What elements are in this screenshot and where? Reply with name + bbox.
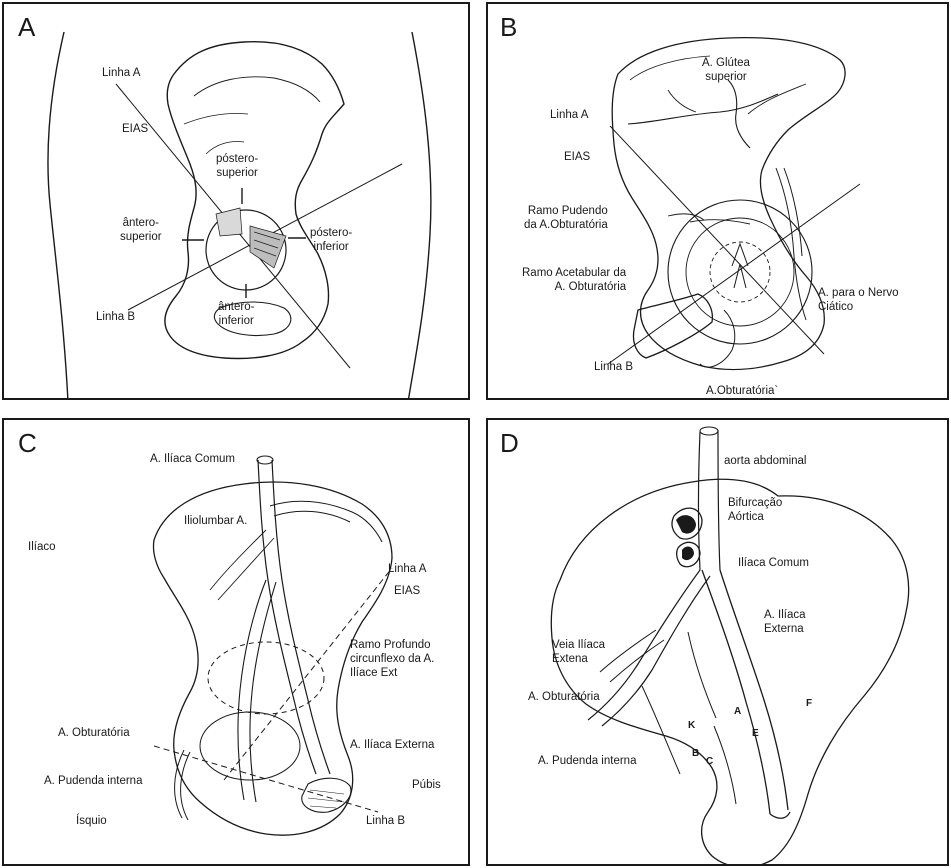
panel-a: A Linha A EIAS póstero- superior ântero-… bbox=[2, 2, 470, 400]
panel-letter: A bbox=[18, 14, 35, 40]
label-postero-superior: póstero- superior bbox=[216, 152, 258, 180]
label-ramo-pudendo: Ramo Pudendo da A.Obturatória bbox=[524, 204, 608, 232]
label-ramo-acetabular: Ramo Acetabular da A. Obturatória bbox=[522, 266, 626, 294]
label-obturatoria: A.Obturatória` bbox=[706, 384, 778, 398]
label-obturatoria: A. Obturatória bbox=[528, 690, 600, 704]
label-ramo-profundo: Ramo Profundo circunflexo da A. Ilíace E… bbox=[350, 638, 434, 680]
label-iliaca-comum: Ilíaca Comum bbox=[738, 556, 809, 570]
point-letter-c: C bbox=[706, 756, 713, 767]
label-linha-a: Linha A bbox=[102, 66, 140, 80]
label-antero-inferior: ântero- inferior bbox=[218, 300, 254, 328]
label-eias: EIAS bbox=[122, 122, 148, 136]
label-iliolumbar: Iliolumbar A. bbox=[184, 514, 247, 528]
panel-d: D aorta abdominal Bifurcação Aórtica Ilí… bbox=[486, 418, 949, 866]
label-pudenda-interna: A. Pudenda interna bbox=[44, 774, 142, 788]
point-letter-e: E bbox=[752, 728, 759, 739]
label-iliaca-comum: A. Ilíaca Comum bbox=[150, 452, 235, 466]
point-letter-k: K bbox=[688, 720, 695, 731]
label-linha-b: Linha B bbox=[96, 310, 135, 324]
label-iliaca-externa: A. Ilíaca Externa bbox=[350, 738, 434, 752]
label-isquio: Ísquio bbox=[76, 814, 107, 828]
label-antero-superior: ântero- superior bbox=[120, 216, 162, 244]
label-linha-b: Linha B bbox=[366, 814, 405, 828]
label-iliaco: Ilíaco bbox=[28, 540, 56, 554]
panel-letter: B bbox=[500, 14, 517, 40]
label-pudenda-interna: A. Pudenda interna bbox=[538, 754, 636, 768]
panel-letter: D bbox=[500, 430, 519, 456]
panel-letter: C bbox=[18, 430, 37, 456]
point-letter-b: B bbox=[692, 748, 699, 759]
hip-bone-lateral-illustration bbox=[4, 4, 470, 400]
label-pubis: Púbis bbox=[412, 778, 441, 792]
label-nervo-ciatico: A. para o Nervo Ciático bbox=[818, 286, 899, 314]
label-eias: EIAS bbox=[394, 584, 420, 598]
panel-c: C A. Ilíaca Comum Iliolumbar A. Ilíaco L… bbox=[2, 418, 470, 866]
label-veia-iliaca: Veia Ilíaca Extena bbox=[552, 638, 605, 666]
label-bifurcacao: Bifurcação Aórtica bbox=[728, 496, 782, 524]
label-obturatoria: A. Obturatória bbox=[58, 726, 130, 740]
point-letter-f: F bbox=[806, 698, 812, 709]
point-letter-a: A bbox=[734, 706, 741, 717]
label-glutea-superior: A. Glútea superior bbox=[702, 56, 750, 84]
label-linha-a: Linha A bbox=[550, 108, 588, 122]
label-aorta-abdominal: aorta abdominal bbox=[724, 454, 806, 468]
label-eias: EIAS bbox=[564, 150, 590, 164]
label-iliaca-externa: A. Ilíaca Externa bbox=[764, 608, 806, 636]
label-linha-a: Linha A bbox=[388, 562, 426, 576]
label-postero-inferior: póstero- inferior bbox=[310, 226, 352, 254]
label-linha-b: Linha B bbox=[594, 360, 633, 374]
panel-b: B A. Glútea superior Linha A EIAS Ramo P… bbox=[486, 2, 949, 400]
